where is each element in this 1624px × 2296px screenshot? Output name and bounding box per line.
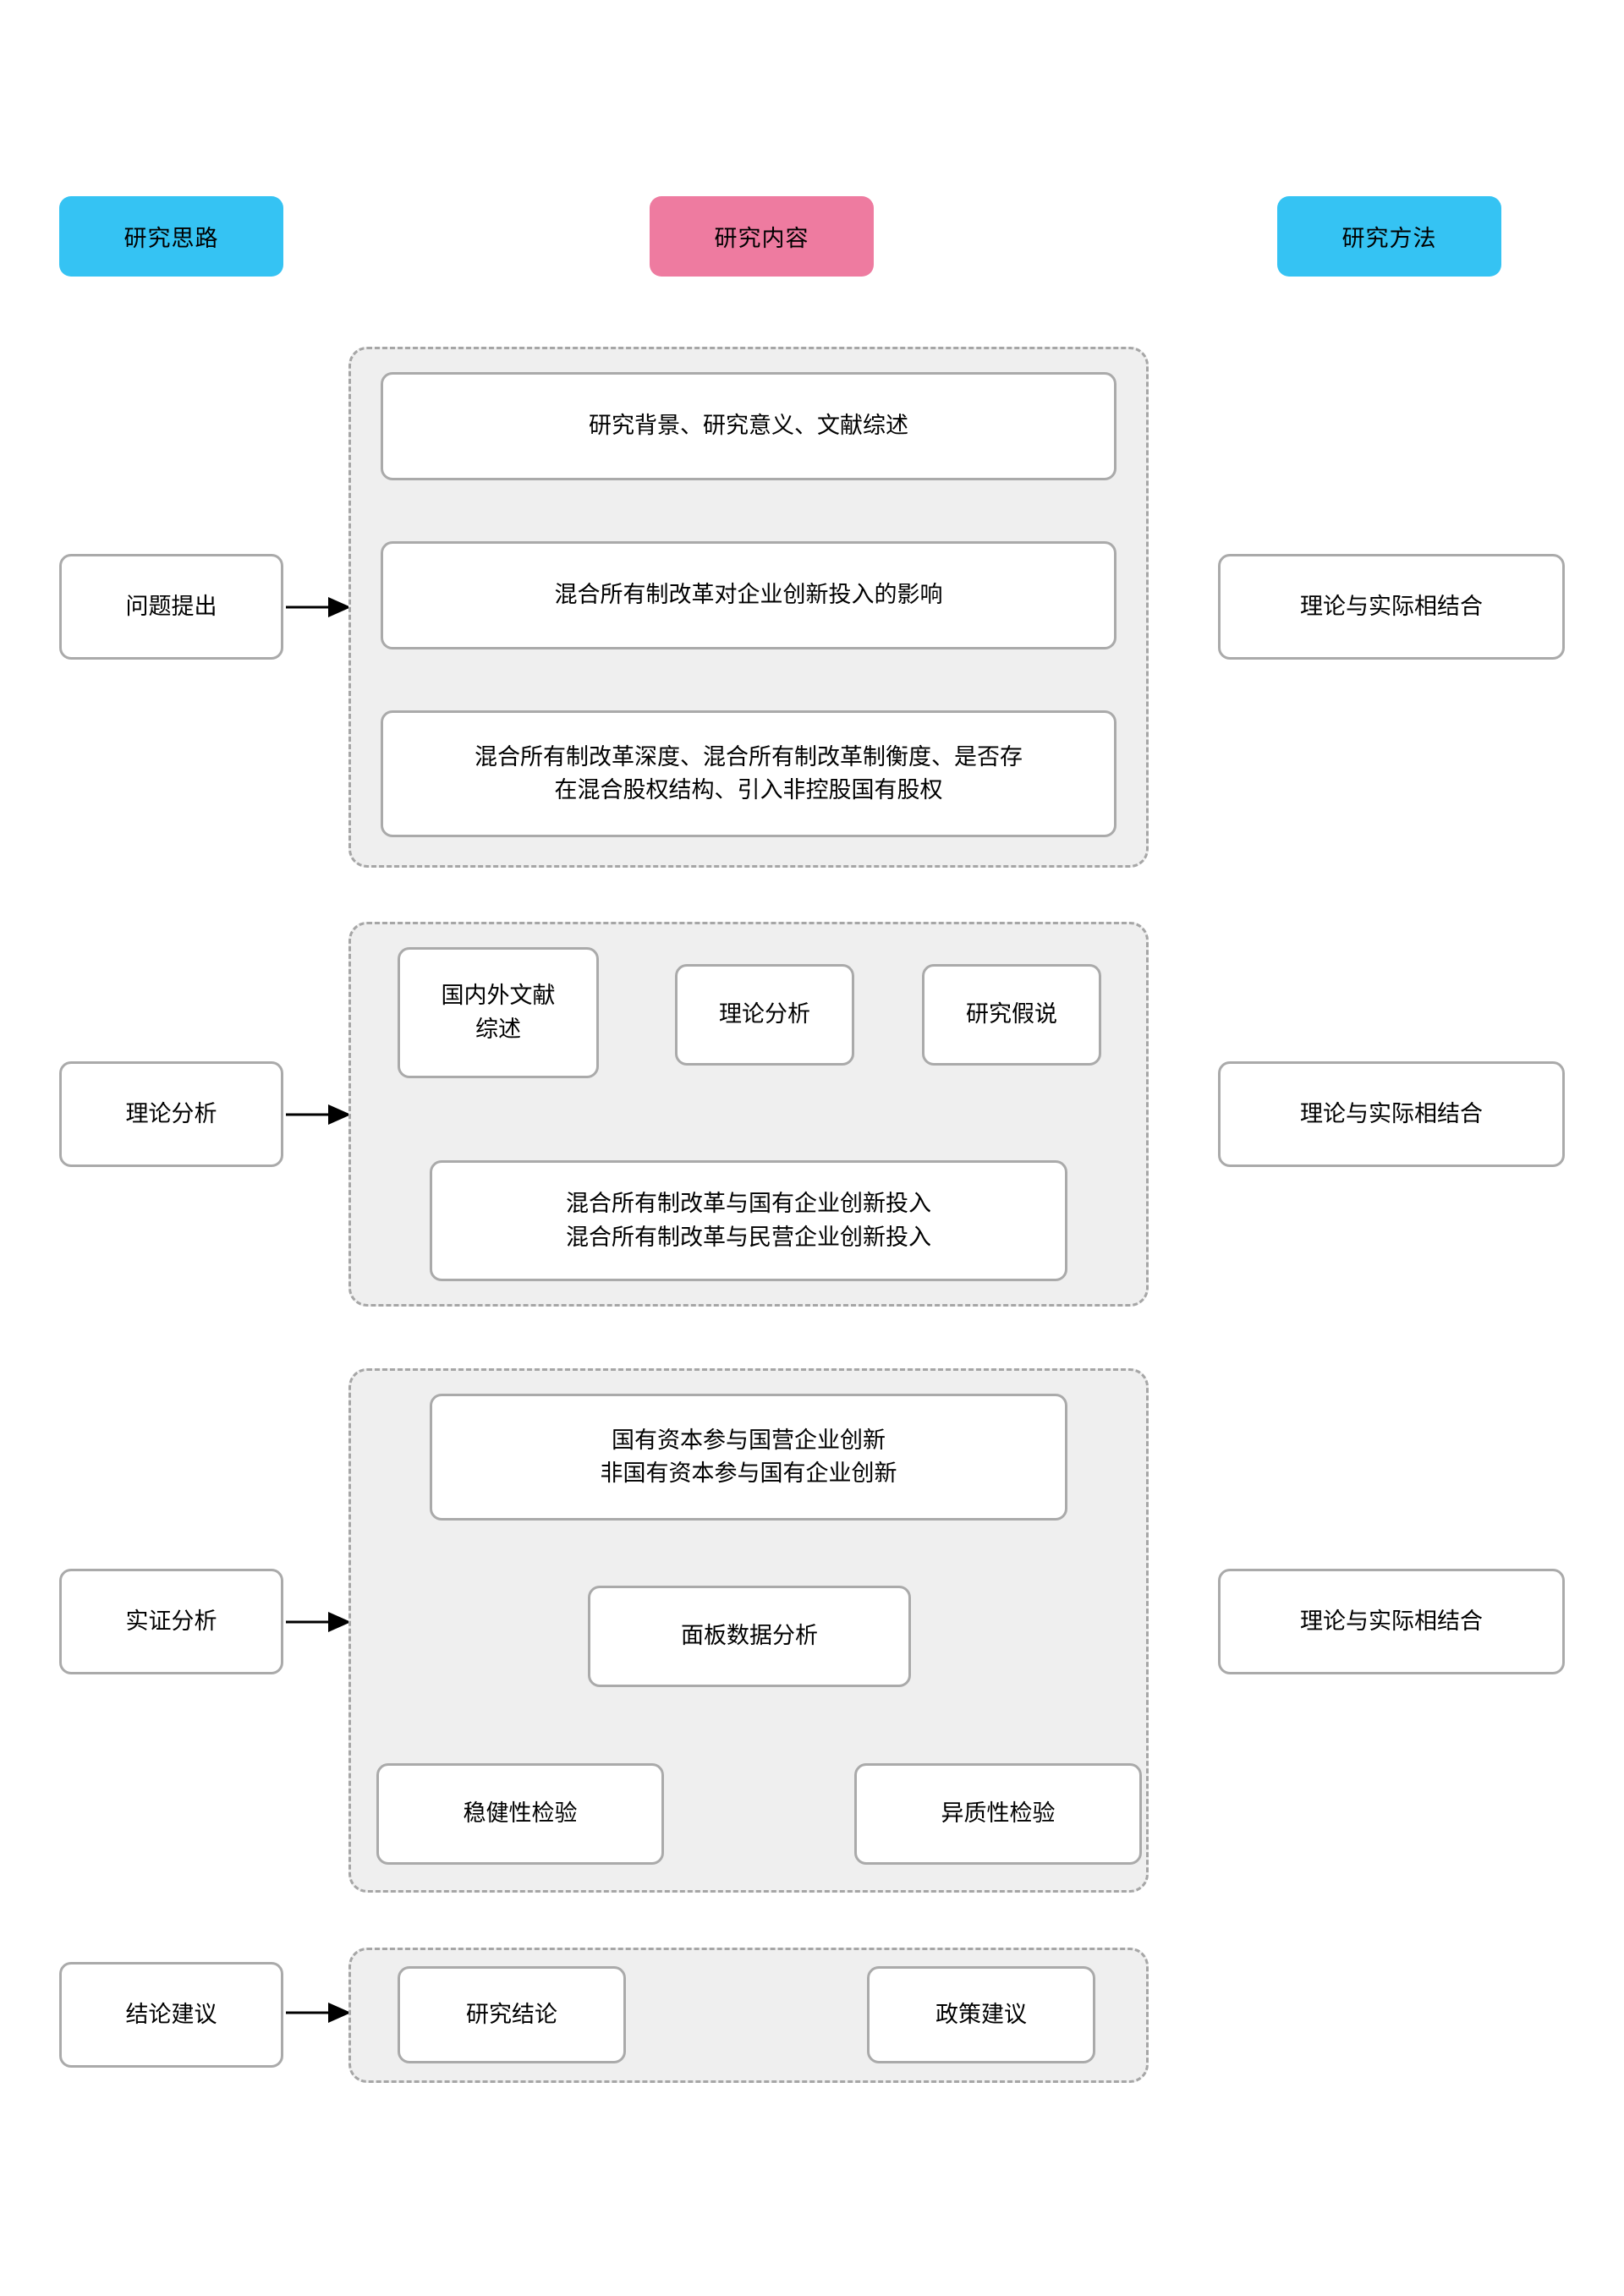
stage-1-left-label-text: 问题提出 (125, 593, 217, 619)
stage-1-right-label-text: 理论与实际相结合 (1300, 593, 1483, 619)
stage-4-node-conclusion-text: 研究结论 (466, 2001, 557, 2027)
stage-2-node-topics: 混合所有制改革与国有企业创新投入 混合所有制改革与民营企业创新投入 (430, 1160, 1067, 1281)
stage-3-node-robustness-text: 稳健性检验 (463, 1800, 578, 1827)
stage-2-right-label: 理论与实际相结合 (1218, 1061, 1565, 1167)
stage-2-node-hypothesis: 研究假说 (922, 964, 1101, 1066)
stage-2-node-topics-text: 混合所有制改革与国有企业创新投入 混合所有制改革与民营企业创新投入 (566, 1191, 931, 1250)
stage-3-node-panel-data-text: 面板数据分析 (681, 1623, 818, 1649)
stage-2-node-literature-text: 国内外文献 综述 (441, 983, 556, 1042)
stage-1-node-3: 混合所有制改革深度、混合所有制改革制衡度、是否存 在混合股权结构、引入非控股国有… (381, 710, 1116, 837)
stage-2-node-literature: 国内外文献 综述 (398, 947, 599, 1078)
header-label-research-approach: 研究思路 (123, 226, 219, 251)
stage-3-node-heterogeneity-text: 异质性检验 (941, 1800, 1056, 1827)
stage-1-node-1-text: 研究背景、研究意义、文献综述 (589, 413, 908, 439)
stage-2-node-theory-text: 理论分析 (719, 1001, 810, 1027)
stage-4-node-policy: 政策建议 (867, 1966, 1095, 2063)
stage-3-left-label-text: 实证分析 (125, 1608, 217, 1634)
stage-3-node-capital-text: 国有资本参与国营企业创新 非国有资本参与国有企业创新 (600, 1427, 897, 1486)
header-label-research-method: 研究方法 (1341, 226, 1437, 251)
stage-2-node-theory: 理论分析 (675, 964, 854, 1066)
stage-2-node-hypothesis-text: 研究假说 (966, 1001, 1057, 1027)
stage-2-right-label-text: 理论与实际相结合 (1300, 1100, 1483, 1126)
stage-3-left-label: 实证分析 (59, 1569, 283, 1674)
stage-4-node-policy-text: 政策建议 (935, 2001, 1027, 2027)
stage-1-node-3-text: 混合所有制改革深度、混合所有制改革制衡度、是否存 在混合股权结构、引入非控股国有… (475, 743, 1023, 803)
stage-4-left-label-text: 结论建议 (125, 2001, 217, 2027)
stage-2-left-label: 理论分析 (59, 1061, 283, 1167)
stage-1-node-2: 混合所有制改革对企业创新投入的影响 (381, 541, 1116, 649)
header-label-research-content: 研究内容 (714, 226, 809, 251)
stage-4-left-label: 结论建议 (59, 1962, 283, 2068)
header-pill-research-content: 研究内容 (650, 196, 874, 277)
stage-1-node-2-text: 混合所有制改革对企业创新投入的影响 (554, 582, 943, 608)
stage-3-node-heterogeneity: 异质性检验 (854, 1763, 1142, 1865)
stage-3-right-label: 理论与实际相结合 (1218, 1569, 1565, 1674)
stage-1-left-label: 问题提出 (59, 554, 283, 660)
stage-3-node-panel-data: 面板数据分析 (588, 1586, 911, 1687)
header-pill-research-method: 研究方法 (1277, 196, 1501, 277)
stage-4-node-conclusion: 研究结论 (398, 1966, 626, 2063)
stage-3-node-robustness: 稳健性检验 (376, 1763, 664, 1865)
stage-3-right-label-text: 理论与实际相结合 (1300, 1608, 1483, 1634)
stage-3-node-capital: 国有资本参与国营企业创新 非国有资本参与国有企业创新 (430, 1394, 1067, 1521)
stage-1-right-label: 理论与实际相结合 (1218, 554, 1565, 660)
stage-2-left-label-text: 理论分析 (125, 1100, 217, 1126)
stage-1-node-1: 研究背景、研究意义、文献综述 (381, 372, 1116, 480)
header-pill-research-approach: 研究思路 (59, 196, 283, 277)
